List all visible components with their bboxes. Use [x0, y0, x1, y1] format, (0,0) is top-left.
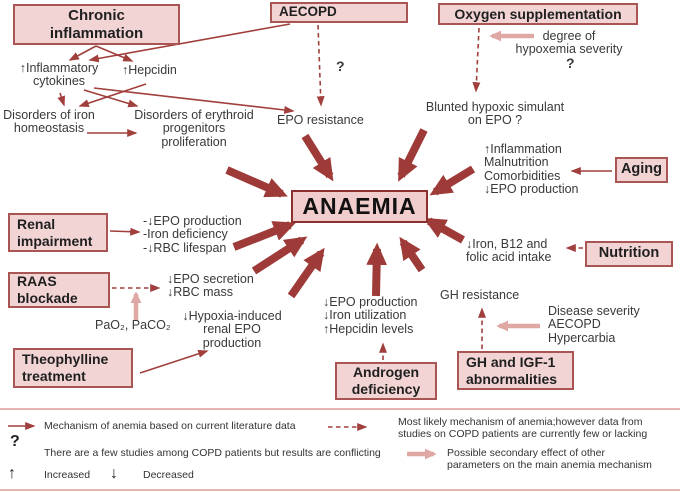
box-androgen-deficiency: Androgen deficiency	[335, 362, 437, 400]
label-androgen-effects: ↓EPO production ↓Iron utilization ↑Hepci…	[323, 295, 418, 336]
big-arrow-blunted-to-anaemia	[397, 128, 428, 182]
label-aging-effects: ↑Inflammation Malnutrition Comorbidities…	[484, 142, 579, 197]
label-hypoxemia-severity: degree of hypoxemia severity	[515, 29, 623, 57]
big-arrow-aging-effects-to-anaemia	[429, 165, 476, 196]
decreased-arrow-symbol: ↓	[110, 465, 118, 482]
box-aging: Aging	[615, 157, 668, 183]
big-arrow-iron-intake-to-anaemia	[423, 217, 465, 244]
big-arrow-renal-effects-to-anaemia	[232, 221, 296, 251]
arrow-cytokines-to-epo-resistance	[93, 87, 295, 114]
legend-question-text: There are a few studies among COPD patie…	[44, 447, 381, 459]
label-disease-severity: Disease severity AECOPD Hypercarbia	[548, 304, 640, 345]
legend-increased-label: Increased	[44, 469, 91, 481]
label-erythroid-progenitors: Disorders of erythroid progenitors proli…	[134, 108, 254, 149]
arrow-cytokines-to-iron-homeostasis	[57, 92, 66, 107]
arrow-theophylline-to-epo-production	[139, 349, 209, 374]
box-aecopd: AECOPD	[270, 2, 408, 23]
box-renal-impairment: Renal impairment	[8, 213, 108, 252]
increased-arrow-symbol: ↑	[8, 465, 16, 482]
label-gh-resistance: GH resistance	[440, 288, 520, 302]
arrow-chronic-to-cytokines	[68, 45, 97, 61]
hypoxemia-question-mark: ?	[566, 55, 575, 71]
big-arrow-erythroid-to-anaemia	[225, 166, 288, 198]
legend-decreased-label: Decreased	[143, 469, 194, 481]
anaemia-center-box: ANAEMIA	[291, 190, 428, 223]
label-epo-resistance: EPO resistance	[277, 113, 364, 127]
dashed-arrow-aecopd-to-epo-resistance	[316, 24, 325, 107]
legend-dashed-arrow-text: Most likely mechanism of anemia;however …	[398, 416, 648, 441]
label-renal-effects: -↓EPO production -Iron deficiency -↓RBC …	[143, 214, 242, 255]
big-arrow-epo-resistance-to-anaemia	[301, 133, 334, 182]
label-hypoxia-induced: ↓Hypoxia-induced renal EPO production	[182, 309, 282, 350]
aecopd-question-mark: ?	[336, 58, 345, 74]
big-arrow-gh-resistance-to-anaemia	[399, 236, 426, 273]
legend-question-symbol: ?	[10, 433, 20, 450]
label-nutrition-effects: ↓Iron, B12 and folic acid intake	[466, 237, 552, 265]
legend-solid-arrow-text: Mechanism of anemia based on current lit…	[44, 420, 296, 432]
box-raas-blockade: RAAS blockade	[8, 272, 110, 308]
label-raas-effects: ↓EPO secretion ↓RBC mass	[167, 272, 254, 300]
legend-top-divider	[0, 408, 680, 410]
box-nutrition: Nutrition	[585, 241, 673, 267]
box-chronic-inflammation: Chronic inflammation	[13, 4, 180, 45]
big-arrow-hypoxia-induced-to-anaemia	[287, 247, 325, 299]
arrow-cytokines-to-erythroid	[83, 89, 139, 108]
arrow-hepcidin-to-iron-homeostasis	[78, 83, 147, 108]
legend-bottom-divider	[0, 489, 680, 491]
big-arrow-androgen-effects-to-anaemia	[366, 242, 388, 297]
arrow-renal-to-effects	[109, 227, 141, 236]
dashed-arrow-oxygen-to-blunted	[472, 27, 481, 93]
big-arrow-raas-effects-to-anaemia	[251, 236, 308, 275]
box-oxygen-supplementation: Oxygen supplementation	[438, 3, 638, 25]
arrow-aecopd-to-cytokines	[88, 23, 291, 63]
label-inflammatory-cytokines: ↑Inflammatory cytokines	[19, 61, 99, 89]
box-theophylline-treatment: Theophylline treatment	[13, 348, 133, 388]
box-gh-igf1-abnormalities: GH and IGF-1 abnormalities	[457, 351, 574, 390]
label-pao2-paco2: PaO₂, PaCO₂	[95, 318, 171, 332]
legend-pink-arrow-text: Possible secondary effect of other param…	[447, 447, 652, 472]
label-blunted-hypoxic: Blunted hypoxic simulant on EPO ?	[425, 100, 565, 128]
label-hepcidin: ↑Hepcidin	[122, 63, 177, 77]
arrow-chronic-to-hepcidin	[95, 45, 134, 62]
label-iron-homeostasis: Disorders of iron homeostasis	[3, 108, 95, 136]
